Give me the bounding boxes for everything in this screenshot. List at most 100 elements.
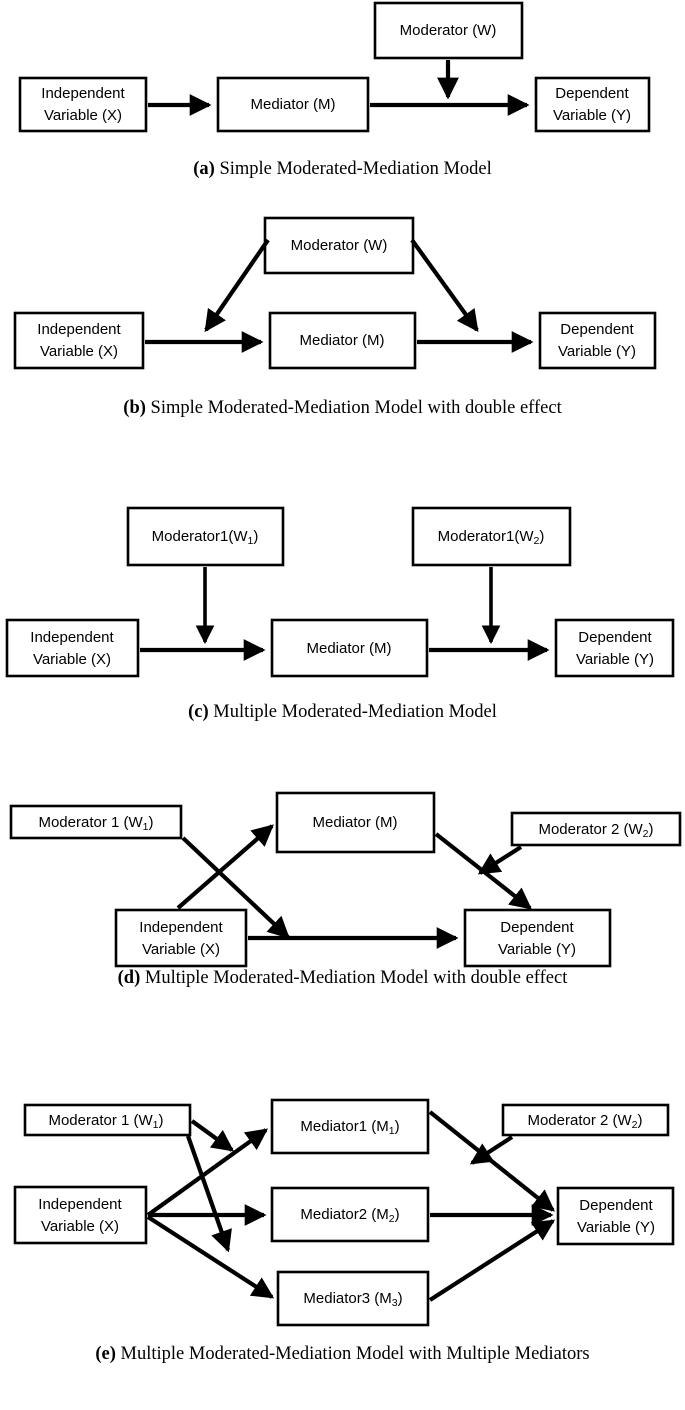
node-mediator: Mediator (M) [216, 76, 370, 133]
node-label-subscript: 1 [248, 535, 254, 547]
node-label-text: Mediator2 (M [300, 1206, 388, 1223]
caption-panel-c: (c) Multiple Moderated-Mediation Model [0, 701, 685, 725]
box-outline [411, 506, 572, 567]
node-label-line1: Moderator1(W1) [152, 528, 259, 547]
node-moderator: Moderator (W) [263, 216, 415, 275]
box-outline [9, 804, 183, 840]
node-moderator-2: Moderator 2 (W2) [501, 1103, 670, 1137]
node-label-text: Moderator 2 (W [538, 821, 643, 838]
box-outline [13, 311, 145, 370]
node-independent-variable: Independent Variable (X) [13, 311, 145, 370]
caption-text: Multiple Moderated-Mediation Model [213, 702, 497, 722]
node-label-text: Mediator1 (M [300, 1118, 388, 1135]
box-outline [270, 618, 429, 678]
node-label-line1: Mediator (M) [250, 96, 335, 113]
node-label-line1: Moderator (W) [291, 237, 388, 254]
box-outline [270, 1186, 430, 1243]
node-moderator-2: Moderator1(W2) [411, 506, 572, 567]
node-dependent-variable: Dependent Variable (Y) [534, 76, 651, 133]
node-label-line1: Moderator 1 (W1) [38, 814, 153, 833]
caption-label: (a) [193, 159, 215, 179]
node-label-suffix: ) [395, 1206, 400, 1223]
node-label-line2: Variable (Y) [576, 651, 654, 668]
node-label-line1: Independent [139, 919, 223, 936]
box-outline [114, 908, 248, 968]
node-moderator-1: Moderator 1 (W1) [9, 804, 183, 840]
node-label-line1: Independent [38, 1196, 122, 1213]
edge-independent-to-mediator-3 [146, 1215, 275, 1299]
box-outline [463, 908, 612, 968]
node-label-suffix: ) [149, 814, 154, 831]
node-label-subscript: 1 [153, 1119, 159, 1131]
edge-moderator-2-to-mediator-dependent-path [477, 845, 523, 875]
node-label-line1: Moderator 2 (W2) [527, 1112, 642, 1131]
box-outline [538, 311, 657, 370]
node-label-suffix: ) [398, 1290, 403, 1307]
node-label-line1: Moderator 2 (W2) [538, 821, 653, 840]
node-label-line1: Moderator1(W2) [438, 528, 545, 547]
box-outline [501, 1103, 670, 1137]
caption-panel-d: (d) Multiple Moderated-Mediation Model w… [0, 967, 685, 991]
node-mediator: Mediator (M) [275, 791, 436, 854]
edge-moderator-2-to-mediator1-dependent-path [469, 1135, 514, 1165]
edge-independent-to-mediator [176, 824, 274, 910]
node-label-line1: Dependent [560, 321, 634, 338]
node-mediator-3: Mediator3 (M3) [276, 1270, 430, 1327]
node-dependent-variable: Dependent Variable (Y) [556, 1186, 675, 1246]
node-label-line1: Dependent [555, 85, 629, 102]
node-dependent-variable: Dependent Variable (Y) [538, 311, 657, 370]
box-outline [268, 311, 417, 370]
caption-panel-e: (e) Multiple Moderated-Mediation Model w… [0, 1343, 685, 1367]
node-moderator-1: Moderator1(W1) [126, 506, 285, 567]
box-outline [126, 506, 285, 567]
box-outline [554, 618, 675, 678]
node-label-line1: Mediator (M) [306, 640, 391, 657]
node-label-text: Moderator 1 (W [48, 1112, 153, 1129]
edge-moderator-1-to-independent-dependent-path [181, 836, 290, 939]
box-outline [534, 76, 651, 133]
node-independent-variable: Independent Variable (X) [114, 908, 248, 968]
box-outline [263, 216, 415, 275]
node-label-subscript: 3 [392, 1297, 398, 1309]
caption-panel-a: (a) Simple Moderated-Mediation Model [0, 158, 685, 182]
node-label-text: Moderator1(W [152, 528, 249, 545]
node-label-line1: Mediator1 (M1) [300, 1118, 399, 1137]
box-outline [373, 1, 524, 60]
caption-text: Simple Moderated-Mediation Model with do… [150, 398, 562, 418]
box-outline [23, 1103, 192, 1137]
node-label-subscript: 2 [643, 828, 649, 840]
panel-a-diagram: Independent Variable (X) Mediator (M) Mo… [18, 1, 651, 133]
node-label-line2: Variable (X) [40, 343, 118, 360]
node-label-line1: Moderator (W) [400, 22, 497, 39]
node-label-line1: Dependent [579, 1197, 653, 1214]
edge-moderator-to-independent-mediator-path [204, 238, 270, 333]
caption-text: Simple Moderated-Mediation Model [219, 159, 492, 179]
node-label-line1: Independent [37, 321, 121, 338]
edge-moderator-1-to-independent-mediator3-path [186, 1135, 232, 1253]
node-independent-variable: Independent Variable (X) [18, 76, 148, 133]
panel-d-diagram: Moderator 1 (W1) Mediator (M) Moderator … [9, 791, 682, 968]
node-label-line2: Variable (X) [44, 107, 122, 124]
panel-e-diagram: Moderator 1 (W1) Mediator1 (M1) Moderato… [13, 1098, 675, 1327]
node-label-line1: Mediator3 (M3) [303, 1290, 402, 1309]
node-label-line1: Dependent [578, 629, 652, 646]
node-mediator: Mediator (M) [270, 618, 429, 678]
node-label-text: Moderator 1 (W [38, 814, 143, 831]
box-outline [510, 811, 682, 847]
edge-moderator-to-mediator-dependent-path [410, 238, 479, 333]
node-label-line1: Moderator 1 (W1) [48, 1112, 163, 1131]
box-outline [556, 1186, 675, 1246]
box-outline [270, 1098, 430, 1155]
node-label-line2: Variable (X) [33, 651, 111, 668]
edge-independent-to-mediator-1 [146, 1128, 269, 1217]
node-label-line1: Mediator (M) [312, 814, 397, 831]
box-outline [275, 791, 436, 854]
node-label-suffix: ) [649, 821, 654, 838]
node-label-line1: Dependent [500, 919, 574, 936]
node-label-text: Mediator3 (M [303, 1290, 391, 1307]
caption-text: Multiple Moderated-Mediation Model with … [120, 1344, 590, 1364]
node-label-text: Moderator1(W [438, 528, 535, 545]
node-label-subscript: 2 [389, 1213, 395, 1225]
node-independent-variable: Independent Variable (X) [13, 1185, 148, 1245]
